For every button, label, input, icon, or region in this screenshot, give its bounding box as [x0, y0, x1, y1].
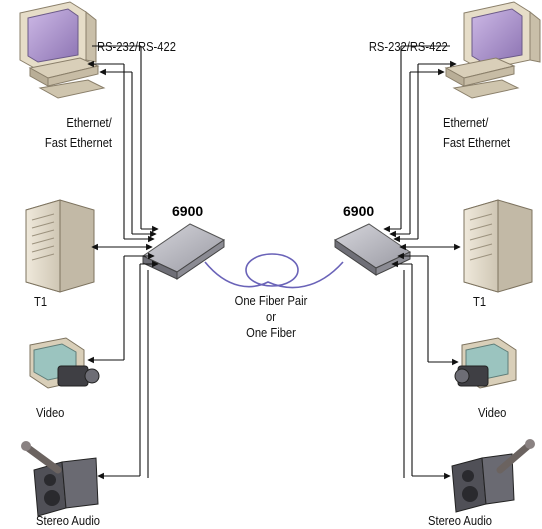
left-ethernet-label-line2: Fast Ethernet: [44, 135, 112, 150]
left-ethernet-label-line1: Ethernet/: [66, 115, 112, 130]
right-t1-label: T1: [473, 294, 487, 309]
t1-server-icon-right: [463, 199, 533, 293]
video-camera-icon-right: [454, 337, 517, 389]
right-ethernet-label-line1: Ethernet/: [443, 115, 489, 130]
left-audio-label: Stereo Audio: [36, 513, 101, 528]
left-video-label: Video: [36, 405, 65, 420]
fiber-link: [204, 253, 344, 289]
left-serial-label: RS-232/RS-422: [97, 39, 176, 54]
fiber-multiplexer-6900-right: [333, 223, 412, 276]
t1-server-icon-left: [25, 199, 95, 293]
right-device-model-label: 6900: [343, 203, 375, 219]
fiber-label-line3: One Fiber: [246, 325, 296, 340]
left-connections: [87, 45, 159, 480]
fiber-label-line2: or: [266, 309, 276, 324]
left-device-model-label: 6900: [172, 203, 204, 219]
right-connections: [383, 45, 461, 480]
computer-monitor-icon-left: [19, 1, 106, 99]
fiber-label-line1: One Fiber Pair: [234, 293, 308, 308]
right-ethernet-label-line2: Fast Ethernet: [443, 135, 511, 150]
stereo-speakers-icon-left: [21, 441, 99, 517]
video-camera-icon-left: [29, 337, 100, 389]
stereo-speakers-icon-right: [451, 439, 535, 513]
right-video-label: Video: [478, 405, 507, 420]
fiber-multiplexer-6900-left: [141, 223, 226, 280]
right-audio-label: Stereo Audio: [428, 513, 493, 528]
right-serial-label: RS-232/RS-422: [369, 39, 448, 54]
computer-monitor-icon-right: [444, 1, 541, 99]
left-t1-label: T1: [34, 294, 48, 309]
